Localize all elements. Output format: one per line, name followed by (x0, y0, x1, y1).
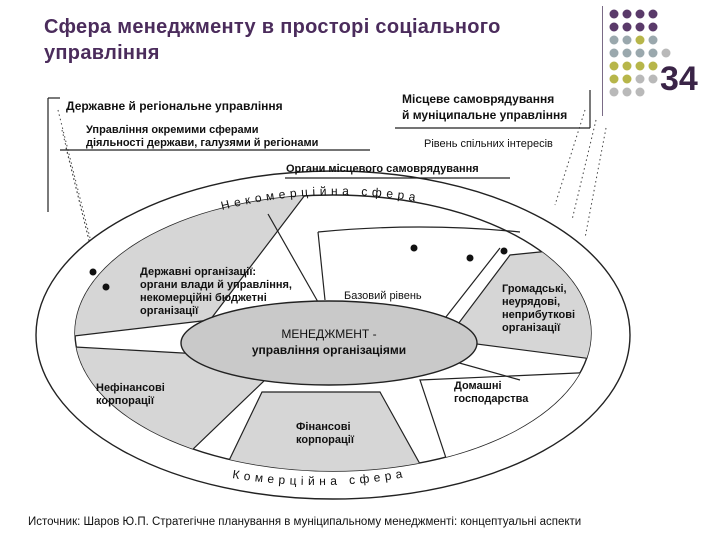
marker-dots (89, 244, 508, 291)
center-ellipse (180, 300, 478, 386)
center-management-label: МЕНЕДЖМЕНТ - управління організаціями (229, 326, 429, 358)
local-government-bodies-label: Органи місцевого самоврядування (286, 163, 479, 175)
page-number: 34 (660, 60, 698, 98)
state-organizations-label: Державні організації: органи влади й упр… (140, 266, 292, 318)
public-organizations-line-4: організації (502, 322, 561, 334)
state-organizations-line-3: некомерційні бюджетні (140, 292, 267, 304)
dot-row-4 (609, 48, 671, 58)
sector-management-label-2: діяльності держави, галузями й регіонами (86, 137, 319, 149)
common-interests-label: Рівень спільних інтересів (424, 138, 553, 150)
dot-row-1 (609, 9, 658, 19)
public-organizations-label: Громадські, неурядові, неприбуткові орга… (502, 283, 575, 335)
segment-public-organizations (444, 249, 591, 361)
center-label-line-2: управління організаціями (251, 343, 407, 357)
public-organizations-line-3: неприбуткові (502, 309, 576, 321)
financial-line-1: Фінансові (296, 421, 351, 433)
dot-row-7 (609, 87, 645, 97)
state-organizations-line-1: Державні організації: (140, 266, 257, 278)
households-line-2: господарства (454, 393, 529, 405)
nonfinancial-corporations-label: Нефінансові корпорації (96, 382, 165, 408)
dot-row-3 (609, 35, 658, 45)
header-rules (60, 90, 591, 179)
households-line-1: Домашні (454, 380, 502, 392)
state-organizations-line-4: організації (140, 305, 199, 317)
slide-title-line-1: Сфера менеджменту в просторі соціального (44, 16, 501, 38)
dot-row-6 (609, 74, 658, 84)
local-self-government-header-1: Місцеве самоврядування (402, 92, 555, 106)
sector-management-label-1: Управління окремими сферами (86, 124, 259, 136)
financial-corporations-label: Фінансові корпорації (296, 421, 354, 447)
slide-title-line-2: управління (44, 42, 160, 64)
local-self-government-header-2: й муніципальне управління (402, 108, 568, 122)
state-regional-management-header: Державне й регіональне управління (66, 99, 283, 113)
base-level-label: Базовий рівень (344, 290, 422, 302)
decorative-dot-grid (609, 9, 671, 97)
financial-line-2: корпорації (296, 434, 354, 446)
top-left-bracket (47, 97, 60, 212)
households-label: Домашні господарства (454, 380, 528, 406)
public-organizations-line-1: Громадські, (502, 283, 567, 295)
public-organizations-line-2: неурядові, (502, 296, 561, 308)
center-label-line-1: МЕНЕДЖМЕНТ - (281, 327, 377, 341)
slide-title: Сфера менеджменту в просторі соціального… (44, 14, 604, 66)
nonfinancial-line-1: Нефінансові (96, 382, 165, 394)
nonfinancial-line-2: корпорації (96, 395, 154, 407)
dot-row-2 (609, 22, 658, 32)
title-divider (602, 6, 603, 116)
dot-row-5 (609, 61, 658, 71)
segment-dividers (267, 213, 521, 381)
state-organizations-line-2: органи влади й управління, (140, 279, 292, 291)
source-citation: Источник: Шаров Ю.П. Стратегічне планува… (28, 516, 582, 528)
